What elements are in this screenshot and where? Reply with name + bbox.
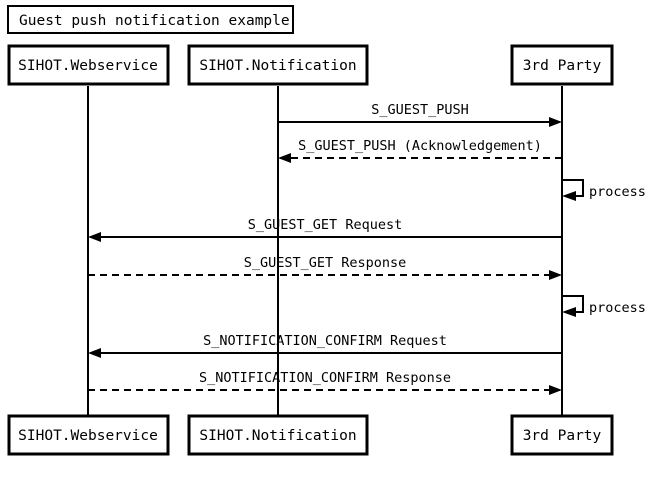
diagram-title: Guest push notification example <box>7 5 294 34</box>
arrowhead-process-1 <box>562 191 576 201</box>
participant-box-notification-top[interactable] <box>187 44 369 86</box>
participant-box-thirdparty-bottom[interactable] <box>510 414 614 456</box>
participant-label-webservice-top: SIHOT.Webservice <box>18 58 158 74</box>
arrowhead-s-notification-confirm-request <box>88 348 101 358</box>
message-label-s-notification-confirm-response: S_NOTIFICATION_CONFIRM Response <box>199 370 451 386</box>
arrowhead-s-guest-push-ack <box>278 153 291 163</box>
self-message-label-process-2: process <box>589 300 646 316</box>
participant-box-notification-bottom[interactable] <box>187 414 369 456</box>
message-label-s-notification-confirm-request: S_NOTIFICATION_CONFIRM Request <box>203 333 447 349</box>
message-s-guest-get-request: S_GUEST_GET Request <box>88 217 562 242</box>
participant-label-webservice-bottom: SIHOT.Webservice <box>18 428 158 444</box>
title-box <box>7 5 294 34</box>
participant-box-thirdparty-top[interactable] <box>510 44 614 86</box>
participant-box-webservice-bottom[interactable] <box>7 414 170 456</box>
self-message-label-process-1: process <box>589 184 646 200</box>
message-label-s-guest-get-request: S_GUEST_GET Request <box>248 217 402 233</box>
arrowhead-s-guest-push <box>549 117 562 127</box>
message-label-s-guest-get-response: S_GUEST_GET Response <box>244 255 407 271</box>
message-s-guest-push-ack: S_GUEST_PUSH (Acknowledgement) <box>278 138 562 163</box>
message-s-notification-confirm-request: S_NOTIFICATION_CONFIRM Request <box>88 333 562 358</box>
participant-thirdparty-bottom[interactable]: 3rd Party <box>510 414 614 456</box>
participant-label-notification-bottom: SIHOT.Notification <box>199 428 356 444</box>
participant-notification-bottom[interactable]: SIHOT.Notification <box>187 414 369 456</box>
self-loop-path-process-2 <box>562 295 584 313</box>
participant-webservice-bottom[interactable]: SIHOT.Webservice <box>7 414 170 456</box>
message-s-guest-push: S_GUEST_PUSH <box>278 102 562 127</box>
message-s-guest-get-response: S_GUEST_GET Response <box>88 255 562 280</box>
participant-box-webservice-top[interactable] <box>7 44 170 86</box>
arrowhead-s-guest-get-request <box>88 232 101 242</box>
self-loop-path-process-1 <box>562 179 584 197</box>
participant-notification-top[interactable]: SIHOT.Notification <box>187 44 369 86</box>
message-label-s-guest-push-ack: S_GUEST_PUSH (Acknowledgement) <box>298 138 542 154</box>
self-message-process-1: process <box>562 179 646 201</box>
arrowhead-s-notification-confirm-response <box>549 385 562 395</box>
self-message-process-2: process <box>562 295 646 317</box>
arrowhead-s-guest-get-response <box>549 270 562 280</box>
message-s-notification-confirm-response: S_NOTIFICATION_CONFIRM Response <box>88 370 562 395</box>
title-label: Guest push notification example <box>19 13 290 29</box>
participant-label-thirdparty-bottom: 3rd Party <box>523 428 602 444</box>
participant-label-thirdparty-top: 3rd Party <box>523 58 602 74</box>
message-label-s-guest-push: S_GUEST_PUSH <box>371 102 469 118</box>
participant-label-notification-top: SIHOT.Notification <box>199 58 356 74</box>
participant-thirdparty-top[interactable]: 3rd Party <box>510 44 614 86</box>
arrowhead-process-2 <box>562 307 576 317</box>
participant-webservice-top[interactable]: SIHOT.Webservice <box>7 44 170 86</box>
